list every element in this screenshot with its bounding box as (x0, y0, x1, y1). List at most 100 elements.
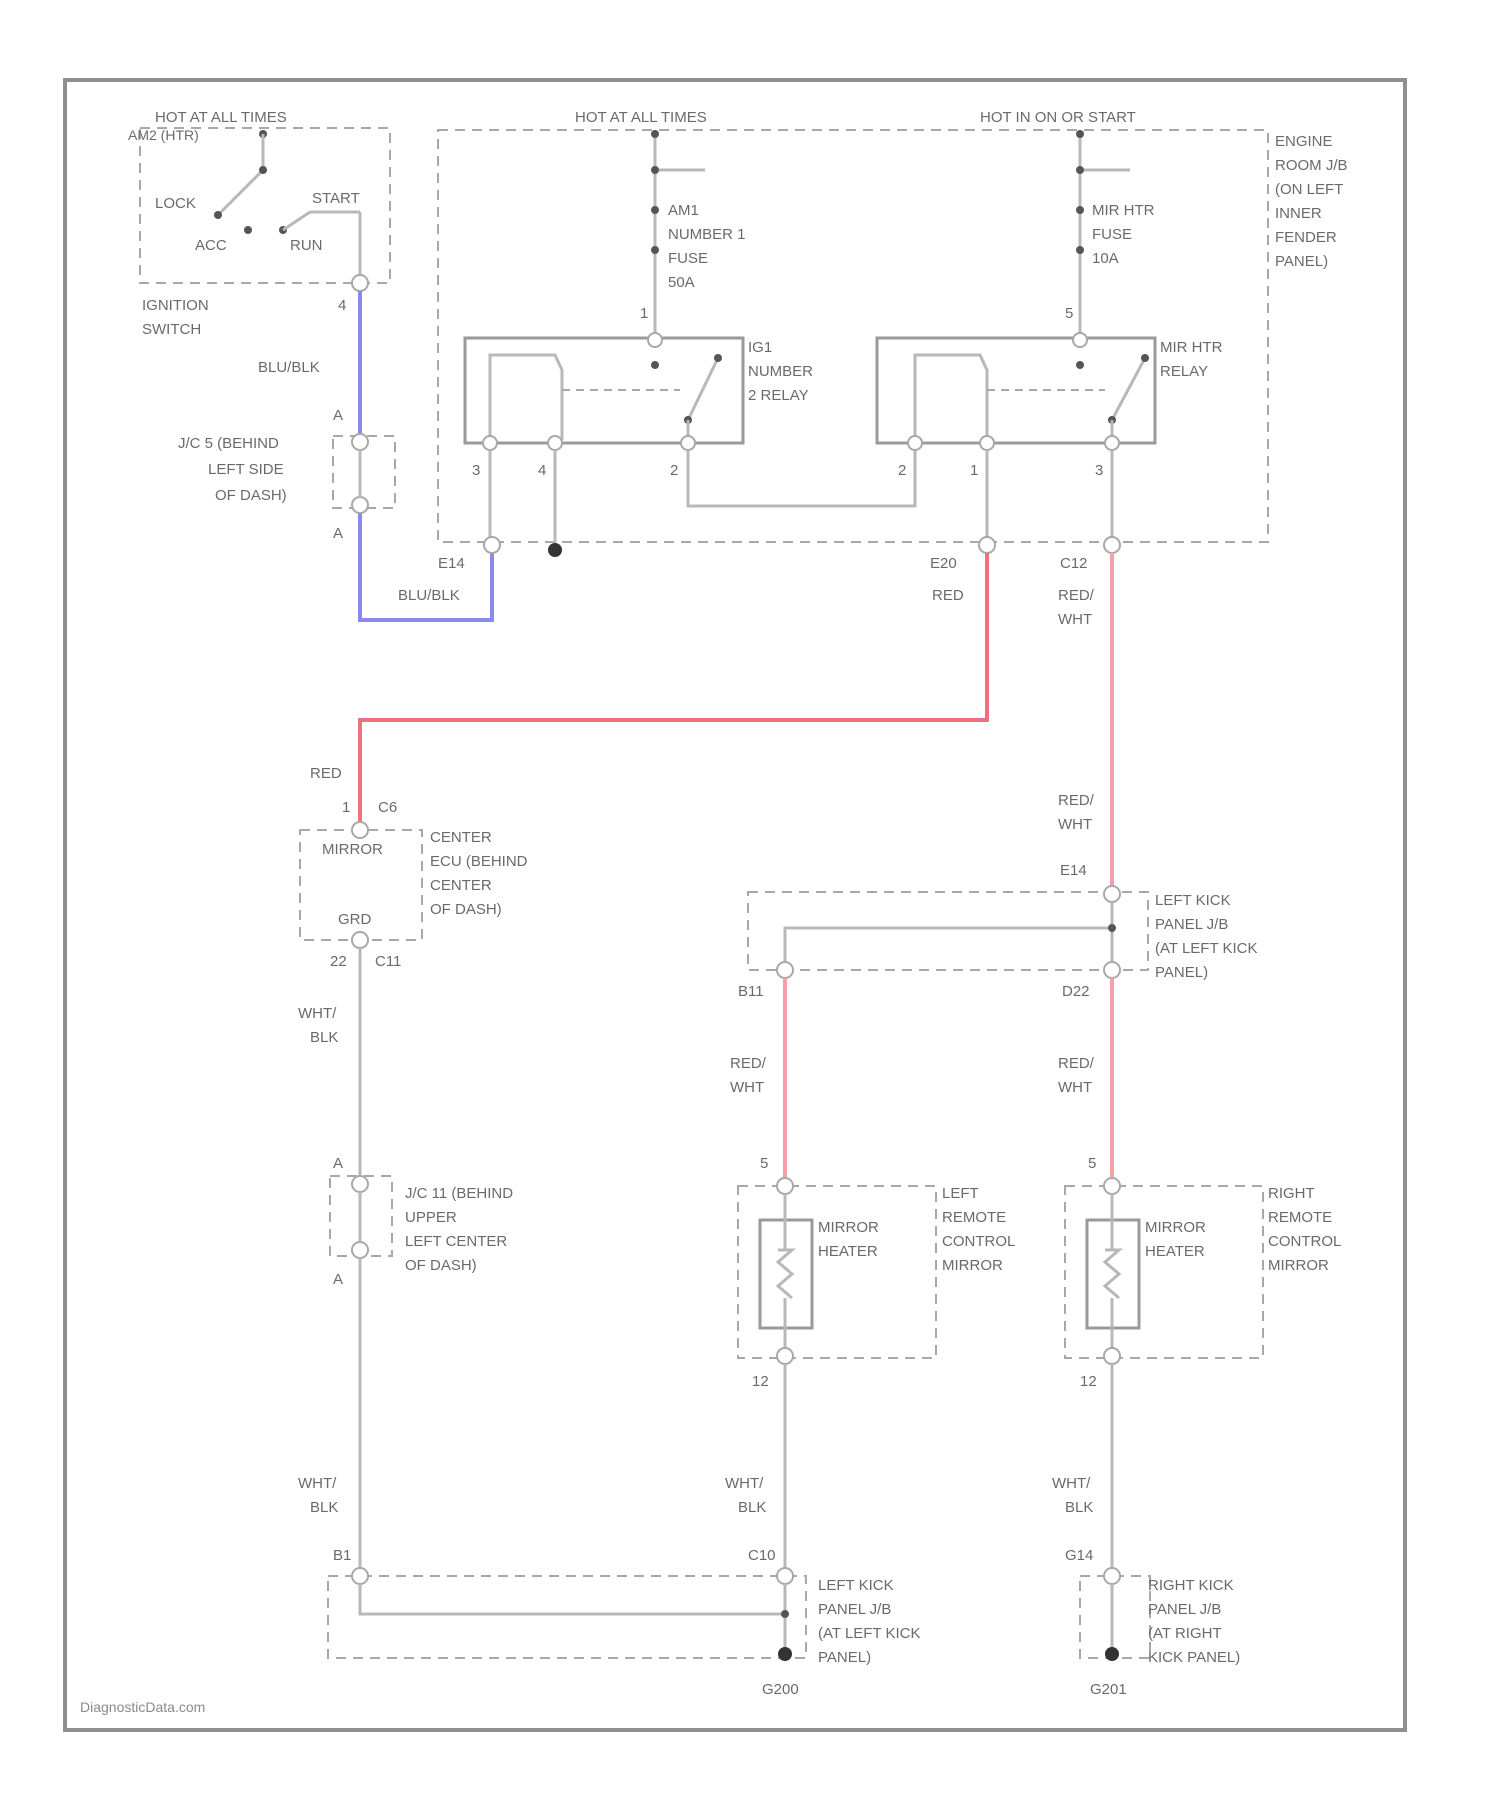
left-mirror-pin-top: 5 (760, 1155, 768, 1172)
left-kick-jb-label-4: PANEL) (1155, 964, 1208, 981)
jc11-label-4: OF DASH) (405, 1257, 477, 1274)
left-kick-jb-label-3: (AT LEFT KICK (1155, 940, 1258, 957)
ignition-acc-label: ACC (195, 237, 227, 254)
wire-label-red-wht-2b: WHT (1058, 816, 1092, 833)
relay2-pin-3: 3 (1095, 462, 1103, 479)
right-mirror-heater-2: HEATER (1145, 1243, 1205, 1260)
relay1-label-3: 2 RELAY (748, 387, 809, 404)
wire-label-wht-blk-2a: WHT/ (298, 1475, 337, 1492)
wire-label-red-2: RED (310, 765, 342, 782)
right-kick-panel-jb: G14 RIGHT KICK PANEL J/B (AT RIGHT KICK … (1065, 1547, 1240, 1698)
footer-watermark: DiagnosticData.com (80, 1699, 205, 1715)
fuse-am1-label-2: NUMBER 1 (668, 226, 746, 243)
center-ecu-pin: 1 (342, 799, 350, 816)
ignition-pin-label: 4 (338, 297, 346, 314)
left-kick-jb-conn-b11: B11 (738, 983, 764, 1000)
center-ecu-conn: C6 (378, 799, 397, 816)
wire-label-red-wht-3a: RED/ (730, 1055, 767, 1072)
center-ecu-pin-bottom: 22 (330, 953, 347, 970)
fuse-mirhtr-label-1: MIR HTR (1092, 202, 1155, 219)
ground-g200: G200 (762, 1681, 799, 1698)
center-ecu-label-2: ECU (BEHIND (430, 853, 528, 870)
right-kick-jb-label-3: (AT RIGHT (1148, 1625, 1222, 1642)
wire-label-blu-blk-2: BLU/BLK (398, 587, 460, 604)
wire-label-red-wht-4b: WHT (1058, 1079, 1092, 1096)
wire-label-red-wht-2a: RED/ (1058, 792, 1095, 809)
right-mirror-label-1: RIGHT (1268, 1185, 1315, 1202)
wire-label-wht-blk-4b: BLK (1065, 1499, 1093, 1516)
wire-label-wht-blk-4a: WHT/ (1052, 1475, 1091, 1492)
wire-label-red-wht-4a: RED/ (1058, 1055, 1095, 1072)
right-mirror-heater-1: MIRROR (1145, 1219, 1206, 1236)
center-ecu: 1 C6 MIRROR GRD CENTER ECU (BEHIND CENTE… (298, 799, 528, 1178)
center-ecu-conn-bottom: C11 (375, 953, 401, 970)
fuse-am1-label-4: 50A (668, 274, 695, 291)
relay1-label-1: IG1 (748, 339, 772, 356)
relay2-pin-top: 5 (1065, 305, 1073, 322)
relay2-pin-2: 2 (898, 462, 906, 479)
left-kick-panel-jb-bottom: B1 C10 LEFT KICK PANEL J/B (AT LEFT KICK… (328, 1547, 921, 1698)
left-kick-jb-conn-top: E14 (1060, 862, 1087, 879)
wire-red-wht-main: RED/ WHT RED/ WHT (1058, 553, 1112, 890)
ignition-run-label: RUN (290, 237, 323, 254)
left-mirror-heater-1: MIRROR (818, 1219, 879, 1236)
left-kick-jb-bottom-label-3: (AT LEFT KICK (818, 1625, 921, 1642)
jc11-label-2: UPPER (405, 1209, 457, 1226)
engine-jb-label-5: FENDER (1275, 229, 1337, 246)
relay2-label-2: RELAY (1160, 363, 1208, 380)
ignition-feed-label: HOT AT ALL TIMES (155, 109, 287, 126)
left-kick-jb-label-2: PANEL J/B (1155, 916, 1228, 933)
wire-label-red-wht-1b: WHT (1058, 611, 1092, 628)
right-mirror-pin-top: 5 (1088, 1155, 1096, 1172)
left-kick-jb-conn-d22: D22 (1062, 983, 1090, 1000)
wire-label-wht-blk-1b: BLK (310, 1029, 338, 1046)
jc11-label-3: LEFT CENTER (405, 1233, 507, 1250)
ignition-subfeed-label: AM2 (HTR) (128, 127, 199, 143)
center-ecu-mirror-label: MIRROR (322, 841, 383, 858)
left-mirror-label-1: LEFT (942, 1185, 979, 1202)
relay1-pin-2: 2 (670, 462, 678, 479)
relay2-label-1: MIR HTR (1160, 339, 1223, 356)
jc5-label-1: J/C 5 (BEHIND (178, 435, 279, 452)
ground-g201: G201 (1090, 1681, 1127, 1698)
junction-connector-11: A A J/C 11 (BEHIND UPPER LEFT CENTER OF … (298, 1155, 513, 1568)
engine-jb-conn-e20: E20 (930, 555, 957, 572)
engine-jb-hot-all-times: HOT AT ALL TIMES (575, 109, 707, 126)
relay1-pin-3: 3 (472, 462, 480, 479)
jc5-pin-bottom: A (333, 525, 343, 542)
fuse-mirhtr-label-3: 10A (1092, 250, 1119, 267)
right-kick-jb-label-4: KICK PANEL) (1148, 1649, 1240, 1666)
ignition-switch: HOT AT ALL TIMES AM2 (HTR) LOCK ACC RUN … (128, 109, 390, 338)
jc11-label-1: J/C 11 (BEHIND (405, 1185, 513, 1202)
center-ecu-label-3: CENTER (430, 877, 492, 894)
jc5-label-2: LEFT SIDE (208, 461, 284, 478)
wire-red-wht-mirrors: RED/ WHT RED/ WHT (730, 978, 1112, 1180)
left-kick-jb-bottom-label-4: PANEL) (818, 1649, 871, 1666)
jc5-pin-top: A (333, 407, 343, 424)
left-remote-control-mirror: 5 MIRROR HEATER LEFT REMOTE CONTROL MIRR… (725, 1155, 1015, 1568)
center-ecu-grd-label: GRD (338, 911, 372, 928)
wire-label-red-wht-1a: RED/ (1058, 587, 1095, 604)
jc11-pin-top: A (333, 1155, 343, 1172)
right-mirror-label-3: CONTROL (1268, 1233, 1341, 1250)
wire-label-wht-blk-2b: BLK (310, 1499, 338, 1516)
relay1-label-2: NUMBER (748, 363, 813, 380)
left-mirror-pin-bottom: 12 (752, 1373, 769, 1390)
ignition-lock-label: LOCK (155, 195, 196, 212)
right-kick-jb-conn: G14 (1065, 1547, 1093, 1564)
left-mirror-label-2: REMOTE (942, 1209, 1006, 1226)
left-mirror-label-4: MIRROR (942, 1257, 1003, 1274)
left-kick-jb-label-1: LEFT KICK (1155, 892, 1231, 909)
fuse-am1-label-1: AM1 (668, 202, 699, 219)
wire-label-red-wht-3b: WHT (730, 1079, 764, 1096)
center-ecu-label-1: CENTER (430, 829, 492, 846)
wire-label-blu-blk-1: BLU/BLK (258, 359, 320, 376)
engine-jb-label-3: (ON LEFT (1275, 181, 1343, 198)
wire-label-red-1: RED (932, 587, 964, 604)
left-kick-jb-bottom-label-2: PANEL J/B (818, 1601, 891, 1618)
right-remote-control-mirror: 5 MIRROR HEATER RIGHT REMOTE CONTROL MIR… (1052, 1155, 1341, 1568)
engine-jb-label-2: ROOM J/B (1275, 157, 1348, 174)
engine-jb-label-4: INNER (1275, 205, 1322, 222)
engine-jb-conn-c12: C12 (1060, 555, 1088, 572)
